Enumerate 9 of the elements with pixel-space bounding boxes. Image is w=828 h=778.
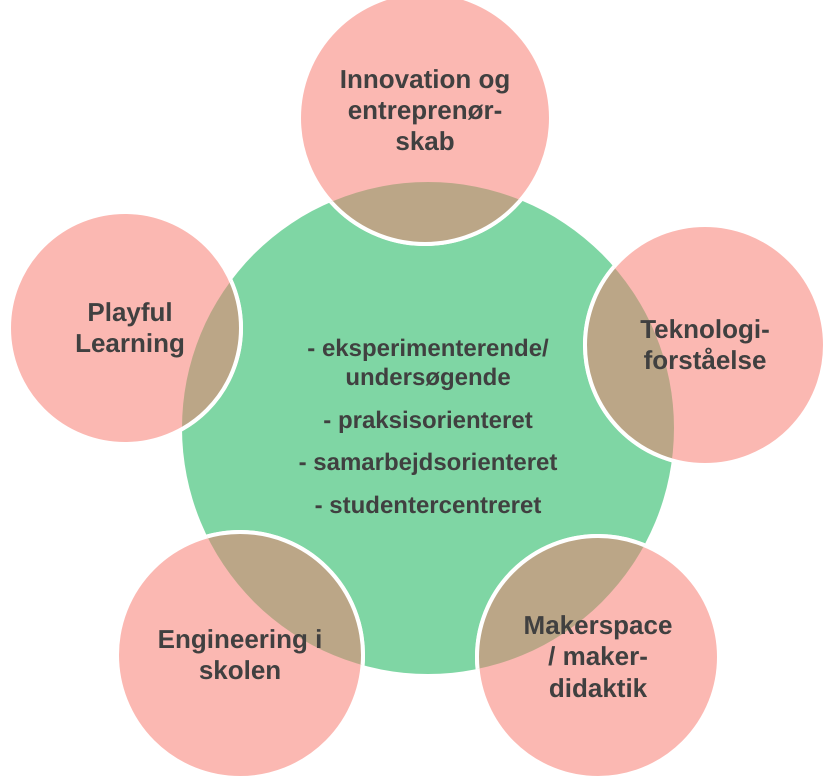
bullet-text: - eksperimenterende/ undersøgende (306, 335, 550, 393)
topic-label: Teknologi- forståelse (639, 314, 771, 376)
topic-label: Playful Learning (74, 296, 186, 360)
bullet-text: - studentercentreret (314, 492, 542, 521)
topic-label: Innovation og entreprenør- skab (338, 64, 512, 158)
bullet-text: - praksisorienteret (323, 406, 533, 436)
topic-label: Makerspace / maker- didaktik (522, 610, 674, 704)
topic-label: Engineering i skolen (156, 624, 324, 686)
bullet-text: - samarbejdsorienteret (298, 449, 558, 478)
